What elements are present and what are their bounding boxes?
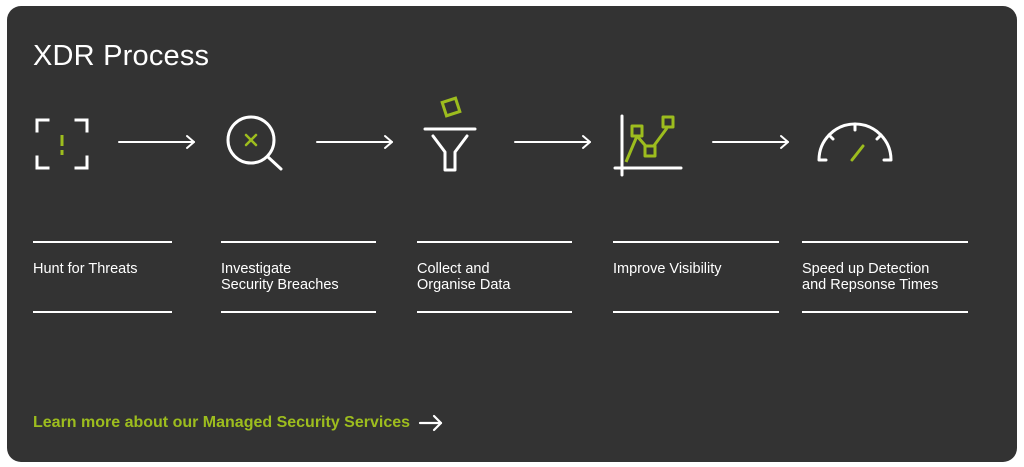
step-collect-organise-data: Collect and Organise Data [417,241,572,313]
funnel-icon [423,96,477,172]
flow-arrow-icon [712,135,789,149]
line-chart-icon [613,114,683,177]
speedometer-icon [817,122,893,162]
flow-arrow-icon [316,135,393,149]
step-label: Speed up Detection and Repsonse Times [802,261,939,293]
step-label: Hunt for Threats [33,261,138,277]
target-scan-icon [35,118,89,170]
flow-arrow-icon [118,135,195,149]
learn-more-label: Learn more about our Managed Security Se… [33,414,411,431]
step-investigate-security-breaches: Investigate Security Breaches [221,241,376,313]
learn-more-link[interactable]: Learn more about our Managed Security Se… [33,414,444,432]
magnifier-icon [226,115,283,171]
step-label: Improve Visibility [613,261,722,277]
step-label: Investigate Security Breaches [221,261,339,293]
step-improve-visibility: Improve Visibility [613,241,779,313]
step-hunt-for-threats: Hunt for Threats [33,241,172,313]
step-label: Collect and Organise Data [417,261,511,293]
arrow-right-icon [418,414,443,432]
flow-arrow-icon [514,135,591,149]
xdr-process-card: XDR Process [7,6,1017,462]
step-speed-up-detection: Speed up Detection and Repsonse Times [802,241,968,313]
page-title: XDR Process [33,40,210,72]
